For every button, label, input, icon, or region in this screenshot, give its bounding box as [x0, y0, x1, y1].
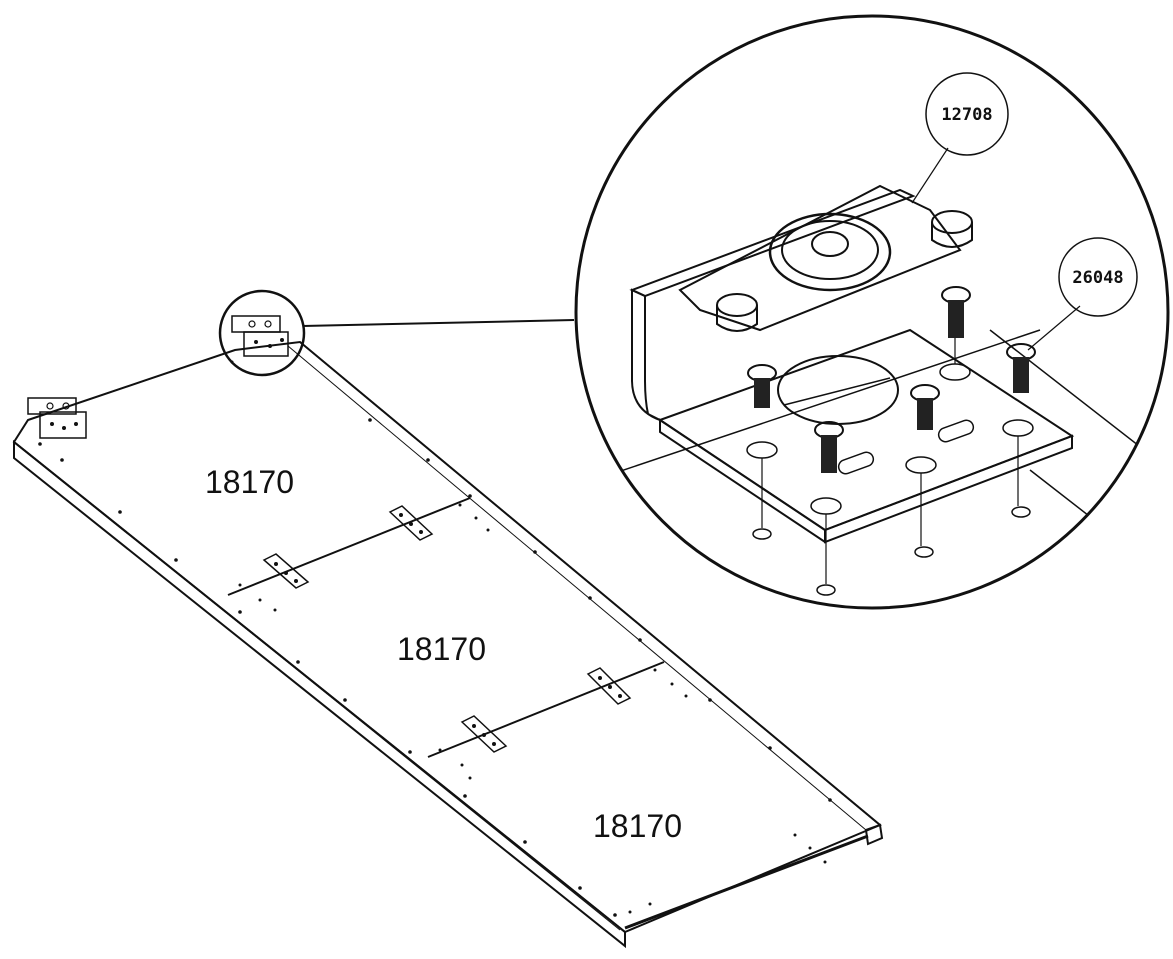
callout-bubble — [925, 72, 1009, 156]
screw-hole — [810, 497, 842, 515]
screw — [814, 421, 844, 473]
screw-hole — [1002, 419, 1034, 437]
mount-top-plate — [678, 184, 962, 332]
callout-label: 12708 — [941, 105, 992, 125]
callout-leader — [911, 147, 949, 204]
mounting-holes — [38, 360, 832, 917]
adjust-slot — [837, 451, 875, 475]
callout-label: 26048 — [1072, 268, 1123, 288]
center-hole — [777, 355, 899, 425]
panel-label: 18170 — [397, 631, 486, 667]
joint-plate — [262, 553, 310, 589]
target-holes — [752, 506, 1031, 596]
assembly-guide-lines — [761, 338, 1019, 584]
detail-indicator-circle — [218, 289, 306, 377]
bearing-ring-outer — [768, 212, 892, 292]
rail-edge-line — [21, 447, 621, 931]
joint-plate — [460, 715, 508, 753]
screw — [1006, 343, 1036, 393]
back-rail-inner — [287, 345, 867, 831]
screw-hole — [939, 363, 971, 381]
detail-view: 12708 26048 — [574, 14, 1170, 610]
callout-leader — [1027, 305, 1081, 351]
shelf-plane-edge — [1029, 469, 1121, 541]
corner-bracket-left — [27, 397, 87, 439]
joint-plate — [586, 667, 632, 705]
back-rail-edge — [299, 341, 881, 826]
panel-label: 18170 — [205, 464, 294, 500]
joint-plate — [388, 505, 434, 541]
stopper-cap — [931, 210, 973, 248]
detail-view-border — [574, 14, 1170, 610]
center-hole-edge — [783, 377, 891, 406]
callout-bubble — [1058, 237, 1138, 317]
bearing-ring-inner — [781, 220, 879, 280]
shelf-front-rail — [13, 439, 626, 949]
screw — [910, 384, 940, 430]
screw — [747, 364, 777, 408]
bearing-hub — [811, 231, 849, 257]
screw — [941, 286, 971, 338]
screw-hole — [746, 441, 778, 459]
panel-seam-2 — [427, 661, 665, 758]
adjust-slot — [937, 419, 975, 443]
panel-label: 18170 — [593, 808, 682, 844]
screw-hole — [905, 456, 937, 474]
shelf-plane-edge — [599, 329, 1041, 479]
detail-leader-line — [302, 319, 575, 327]
bracket-wall — [631, 288, 661, 421]
shelf-assembly — [12, 289, 884, 949]
stopper-cap — [716, 293, 758, 332]
bracket-plate-edge — [659, 418, 826, 544]
front-edge-bar — [624, 834, 869, 930]
bracket-plate-edge — [824, 434, 1073, 544]
panel-seam-1 — [227, 497, 471, 596]
shelf-end-channel — [864, 823, 884, 846]
corner-bracket-right — [231, 315, 289, 357]
